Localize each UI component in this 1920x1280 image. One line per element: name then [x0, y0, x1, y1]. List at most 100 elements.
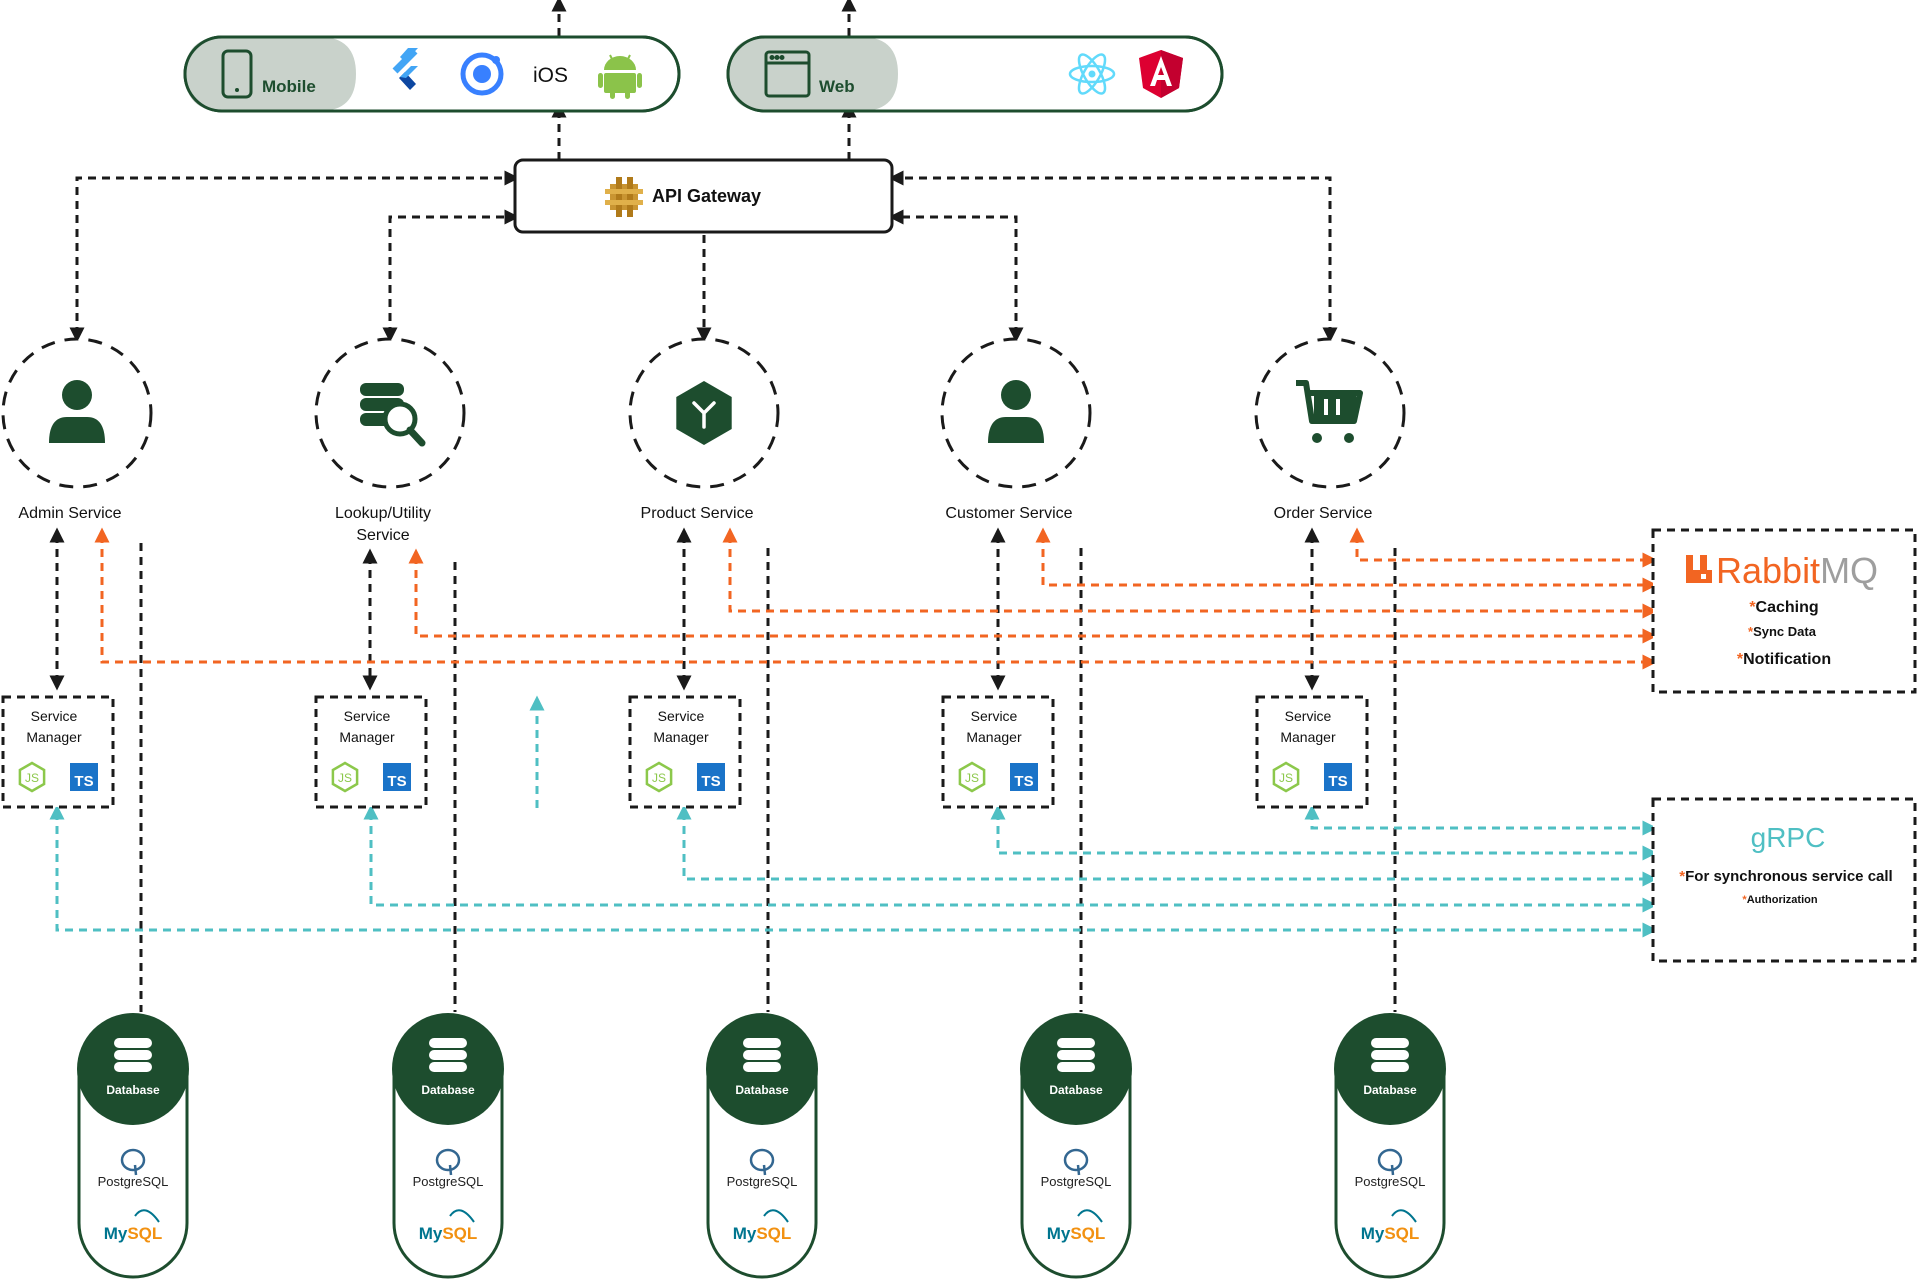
service-manager-label-1: Service: [31, 708, 78, 724]
grpc-connectors: [49, 695, 1658, 938]
user-icon: [988, 380, 1044, 443]
service-label-customer: Customer Service: [945, 505, 1072, 522]
mysql-label-my: My: [1047, 1224, 1071, 1243]
postgresql-icon: PostgreSQL: [1355, 1148, 1426, 1189]
mysql-icon: MySQL: [1361, 1209, 1420, 1243]
service-customer[interactable]: Customer Service: [940, 337, 1092, 522]
api-gateway-label: API Gateway: [652, 186, 761, 206]
mysql-label: MySQL: [419, 1224, 478, 1243]
api-gateway-icon: [605, 177, 643, 217]
grpc-box[interactable]: gRPC *For synchronous service call *Auth…: [1651, 797, 1917, 963]
rabbitmq-name: RabbitMQ: [1716, 550, 1878, 591]
nodejs-label: JS: [652, 771, 666, 785]
service-product[interactable]: Product Service: [628, 337, 780, 522]
services: Admin Service Lookup/UtilityServiceProduc…: [1, 337, 1406, 544]
rabbitmq-bullet-1: *: [1749, 599, 1756, 616]
mysql-label-my: My: [733, 1224, 757, 1243]
react-icon: [1068, 53, 1116, 95]
postgresql-icon: PostgreSQL: [98, 1148, 168, 1189]
mysql-icon: MySQL: [419, 1209, 478, 1243]
api-gateway-box[interactable]: API Gateway: [513, 158, 894, 234]
browser-window-icon: [764, 50, 811, 98]
nodejs-icon: JS: [18, 761, 46, 793]
database-label: Database: [735, 1083, 789, 1097]
angular-icon: [1139, 50, 1183, 98]
typescript-label: TS: [387, 773, 406, 790]
mysql-icon: MySQL: [104, 1209, 163, 1243]
service-ring: [1, 337, 153, 489]
database-icon: [1057, 1038, 1095, 1072]
postgresql-icon: PostgreSQL: [1041, 1148, 1112, 1189]
product-cube-icon: [676, 381, 732, 445]
grpc-bullet-1: *: [1679, 868, 1685, 885]
rabbitmq-item-notification: *Notification: [1737, 651, 1831, 668]
service-label-lookup: Lookup/Utility: [335, 505, 431, 522]
typescript-icon: TS: [1010, 763, 1038, 791]
postgresql-icon: PostgreSQL: [727, 1148, 797, 1189]
rabbitmq-name-mq: MQ: [1820, 550, 1878, 591]
service-ring: [940, 337, 1092, 489]
rabbitmq-item-2-text: Sync Data: [1753, 624, 1817, 639]
rabbitmq-bullet-2: *: [1748, 624, 1754, 639]
mysql-label-my: My: [419, 1224, 443, 1243]
mysql-label: MySQL: [1361, 1224, 1420, 1243]
service-manager-label-2: Manager: [26, 729, 82, 745]
service-label-product: Product Service: [641, 505, 754, 522]
web-client-pill[interactable]: Web: [726, 35, 1224, 113]
nodejs-label: JS: [25, 771, 39, 785]
rabbitmq-box[interactable]: RabbitMQ *Caching *Sync Data *Notificati…: [1651, 528, 1917, 694]
service-manager-label-1: Service: [658, 708, 705, 724]
service-order[interactable]: Order Service: [1254, 337, 1406, 522]
ios-label: iOS: [533, 64, 568, 87]
rabbitmq-item-caching: *Caching: [1749, 599, 1818, 616]
rabbitmq-bullet-3: *: [1737, 651, 1744, 668]
typescript-label: TS: [1328, 773, 1347, 790]
nodejs-icon: JS: [645, 761, 673, 793]
database-label: Database: [1049, 1083, 1103, 1097]
service-label-order: Order Service: [1274, 505, 1373, 522]
service-admin[interactable]: Admin Service: [1, 337, 153, 522]
postgresql-label: PostgreSQL: [1041, 1174, 1112, 1189]
postgresql-label: PostgreSQL: [1355, 1174, 1426, 1189]
rabbitmq-logo-icon: [1686, 555, 1712, 583]
database-icon: [114, 1038, 152, 1072]
typescript-label: TS: [1014, 773, 1033, 790]
mysql-label: MySQL: [1047, 1224, 1106, 1243]
nodejs-label: JS: [965, 771, 979, 785]
databases: DatabasePostgreSQLMySQLDatabasePostgreSQ…: [77, 1013, 1446, 1279]
mysql-label-sql: SQL: [127, 1224, 162, 1243]
service-manager-frame: [1255, 695, 1369, 809]
service-label-admin: Admin Service: [18, 505, 121, 522]
database-search-icon: [360, 383, 426, 447]
mobile-client-pill[interactable]: Mobile iOS: [183, 35, 681, 113]
grpc-name: gRPC: [1751, 822, 1826, 853]
database-label: Database: [1363, 1083, 1417, 1097]
mysql-label-sql: SQL: [756, 1224, 791, 1243]
user-icon: [49, 380, 105, 443]
service-manager-label-2: Manager: [339, 729, 395, 745]
database-label: Database: [106, 1083, 160, 1097]
typescript-icon: TS: [697, 763, 725, 791]
postgresql-label: PostgreSQL: [413, 1174, 484, 1189]
mysql-label: MySQL: [104, 1224, 163, 1243]
service-manager-label-2: Manager: [653, 729, 709, 745]
android-icon: [598, 54, 642, 99]
database-label: Database: [421, 1083, 475, 1097]
web-label: Web: [819, 77, 855, 96]
flutter-icon: [392, 48, 418, 90]
database-icon: [743, 1038, 781, 1072]
ionic-icon: [460, 52, 504, 96]
